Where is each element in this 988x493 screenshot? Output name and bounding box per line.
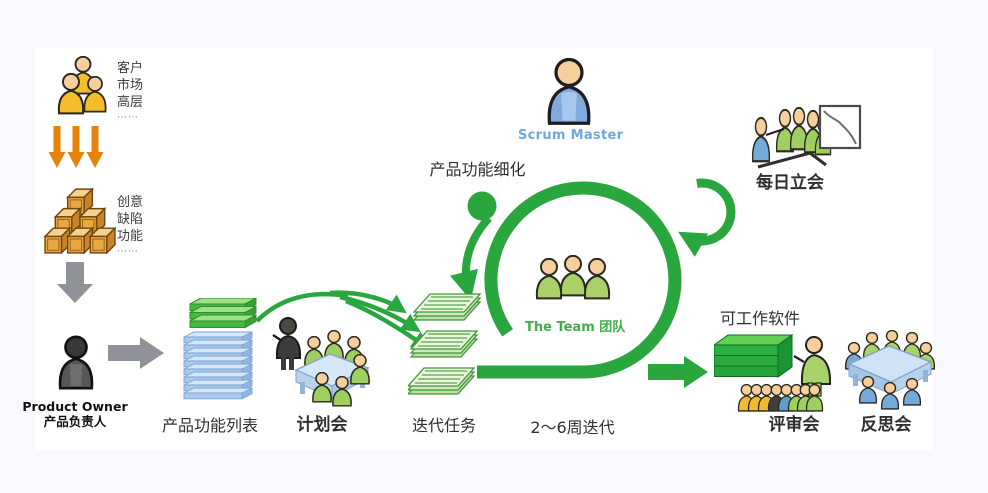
refinement-arc: [449, 215, 492, 301]
stakeholders-text: 客户 市场 高层 ⋯⋯: [117, 61, 144, 123]
retro-meeting-table-icon: [844, 330, 935, 410]
planning-label: 计划会: [296, 415, 348, 435]
daily-loop: [678, 178, 736, 257]
crates-pyramid-icon: [44, 188, 116, 254]
people-group-yellow-icon: [57, 56, 107, 115]
green-exit-arrow: [648, 356, 708, 388]
team-label: The Team 团队: [525, 320, 626, 335]
product-owner-label-zh: 产品负责人: [43, 414, 107, 429]
gray-right-arrow: [108, 337, 164, 369]
people-group-green-icon: [535, 255, 611, 300]
backlog-label: 产品功能列表: [161, 416, 258, 435]
inputs-text: 创意 缺陷 功能 ⋯⋯: [117, 195, 144, 257]
meeting-table-icon: [272, 317, 370, 407]
layer-stack-green-icon: [714, 334, 794, 378]
person-blue-icon: [547, 58, 591, 125]
scrum-master-label: Scrum Master: [518, 128, 624, 143]
orange-down-arrows: [48, 126, 104, 168]
working-software-label: 可工作软件: [719, 309, 800, 328]
gray-down-arrow: [57, 262, 93, 303]
document-stacks-icon: [408, 293, 481, 395]
refinement-label: 产品功能细化: [429, 160, 526, 179]
daily-standup-label: 每日立会: [756, 173, 824, 193]
retro-label: 反思会: [860, 415, 912, 435]
audience-presenter-icon: [737, 336, 832, 412]
tasks-label: 迭代任务: [411, 416, 476, 435]
review-label: 评审会: [768, 415, 820, 435]
presenter-figure: [272, 317, 302, 370]
refinement-dot: [467, 191, 497, 221]
sprint-loop: [477, 181, 682, 379]
person-dark-icon: [58, 335, 94, 390]
layer-stack-blue-green-icon: [183, 298, 257, 400]
standup-people-icon: [751, 107, 832, 169]
burndown-chart-icon: [818, 104, 862, 150]
sprint-label: 2～6周迭代: [530, 418, 615, 437]
product-owner-label-en: Product Owner: [22, 399, 128, 414]
